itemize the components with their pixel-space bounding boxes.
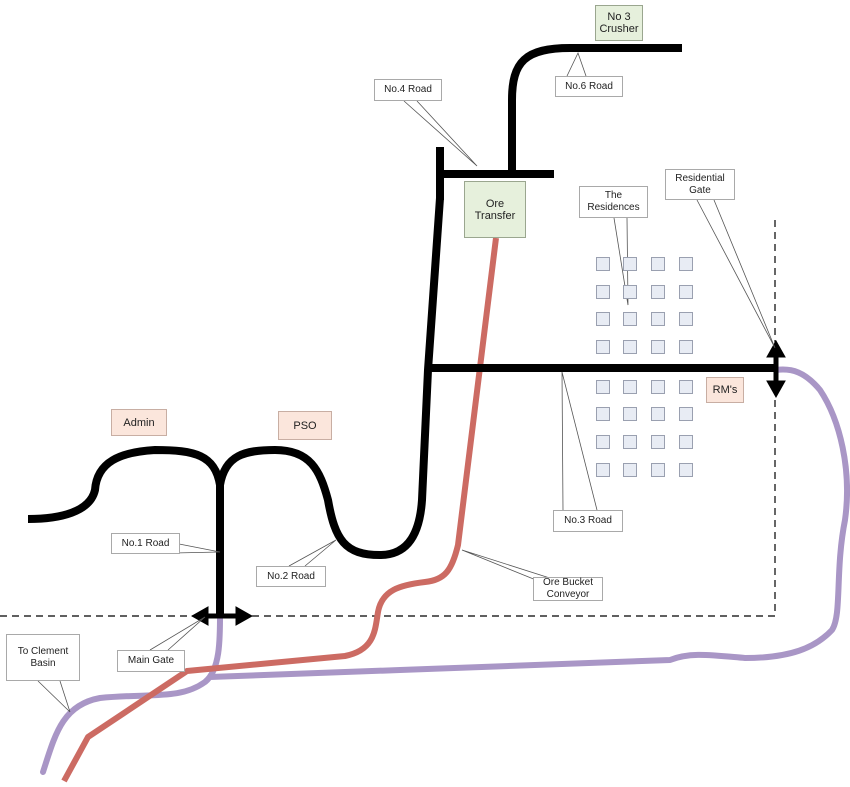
ore-transfer-label: Ore Transfer	[464, 181, 526, 238]
no4-road	[436, 147, 554, 200]
residence-block	[596, 312, 610, 326]
residence-block	[679, 340, 693, 354]
residence-block	[679, 463, 693, 477]
residence-block	[679, 435, 693, 449]
residence-block	[623, 435, 637, 449]
crusher-label: No 3 Crusher	[595, 5, 643, 41]
no2-road-label: No.2 Road	[256, 566, 326, 587]
residence-block	[651, 257, 665, 271]
callout-leaders	[37, 51, 776, 713]
residence-block	[651, 407, 665, 421]
main-gate-label: Main Gate	[117, 650, 185, 672]
residence-block	[596, 340, 610, 354]
road-network	[27, 44, 776, 616]
residence-block	[679, 285, 693, 299]
residence-block	[596, 407, 610, 421]
residence-block	[679, 380, 693, 394]
residence-block	[596, 380, 610, 394]
residence-block	[651, 463, 665, 477]
pso-label: PSO	[278, 411, 332, 440]
residence-block	[651, 380, 665, 394]
residence-block	[623, 312, 637, 326]
residence-block	[623, 463, 637, 477]
main-gate-arrow	[190, 606, 254, 626]
residence-block	[679, 407, 693, 421]
no6-road-label: No.6 Road	[555, 76, 623, 97]
residential-gate-label: Residential Gate	[665, 169, 735, 200]
residence-block	[596, 257, 610, 271]
no4-road-label: No.4 Road	[374, 79, 442, 101]
ore-bucket-conveyor-label: Ore Bucket Conveyor	[533, 577, 603, 601]
residence-block	[679, 257, 693, 271]
residence-block	[679, 312, 693, 326]
residence-block	[651, 435, 665, 449]
residence-block	[623, 407, 637, 421]
residences-label: The Residences	[579, 186, 648, 218]
residence-block	[623, 285, 637, 299]
admin-label: Admin	[111, 409, 167, 436]
residence-block	[623, 257, 637, 271]
no1-road-label: No.1 Road	[111, 533, 180, 554]
residence-block	[623, 340, 637, 354]
road-west-loop	[27, 446, 224, 616]
residence-block	[596, 435, 610, 449]
road-pso-loop	[216, 197, 444, 559]
site-boundary	[0, 217, 776, 617]
residence-block	[596, 285, 610, 299]
residence-block	[623, 380, 637, 394]
to-clement-basin-label: To Clement Basin	[6, 634, 80, 681]
residence-block	[596, 463, 610, 477]
residence-block	[651, 312, 665, 326]
residence-block	[651, 340, 665, 354]
residence-block	[651, 285, 665, 299]
rms-label: RM's	[706, 377, 744, 403]
ore-bucket-conveyor	[61, 237, 499, 783]
no6-road	[508, 44, 682, 174]
no3-road-label: No.3 Road	[553, 510, 623, 532]
residential-gate-arrow	[766, 339, 786, 399]
